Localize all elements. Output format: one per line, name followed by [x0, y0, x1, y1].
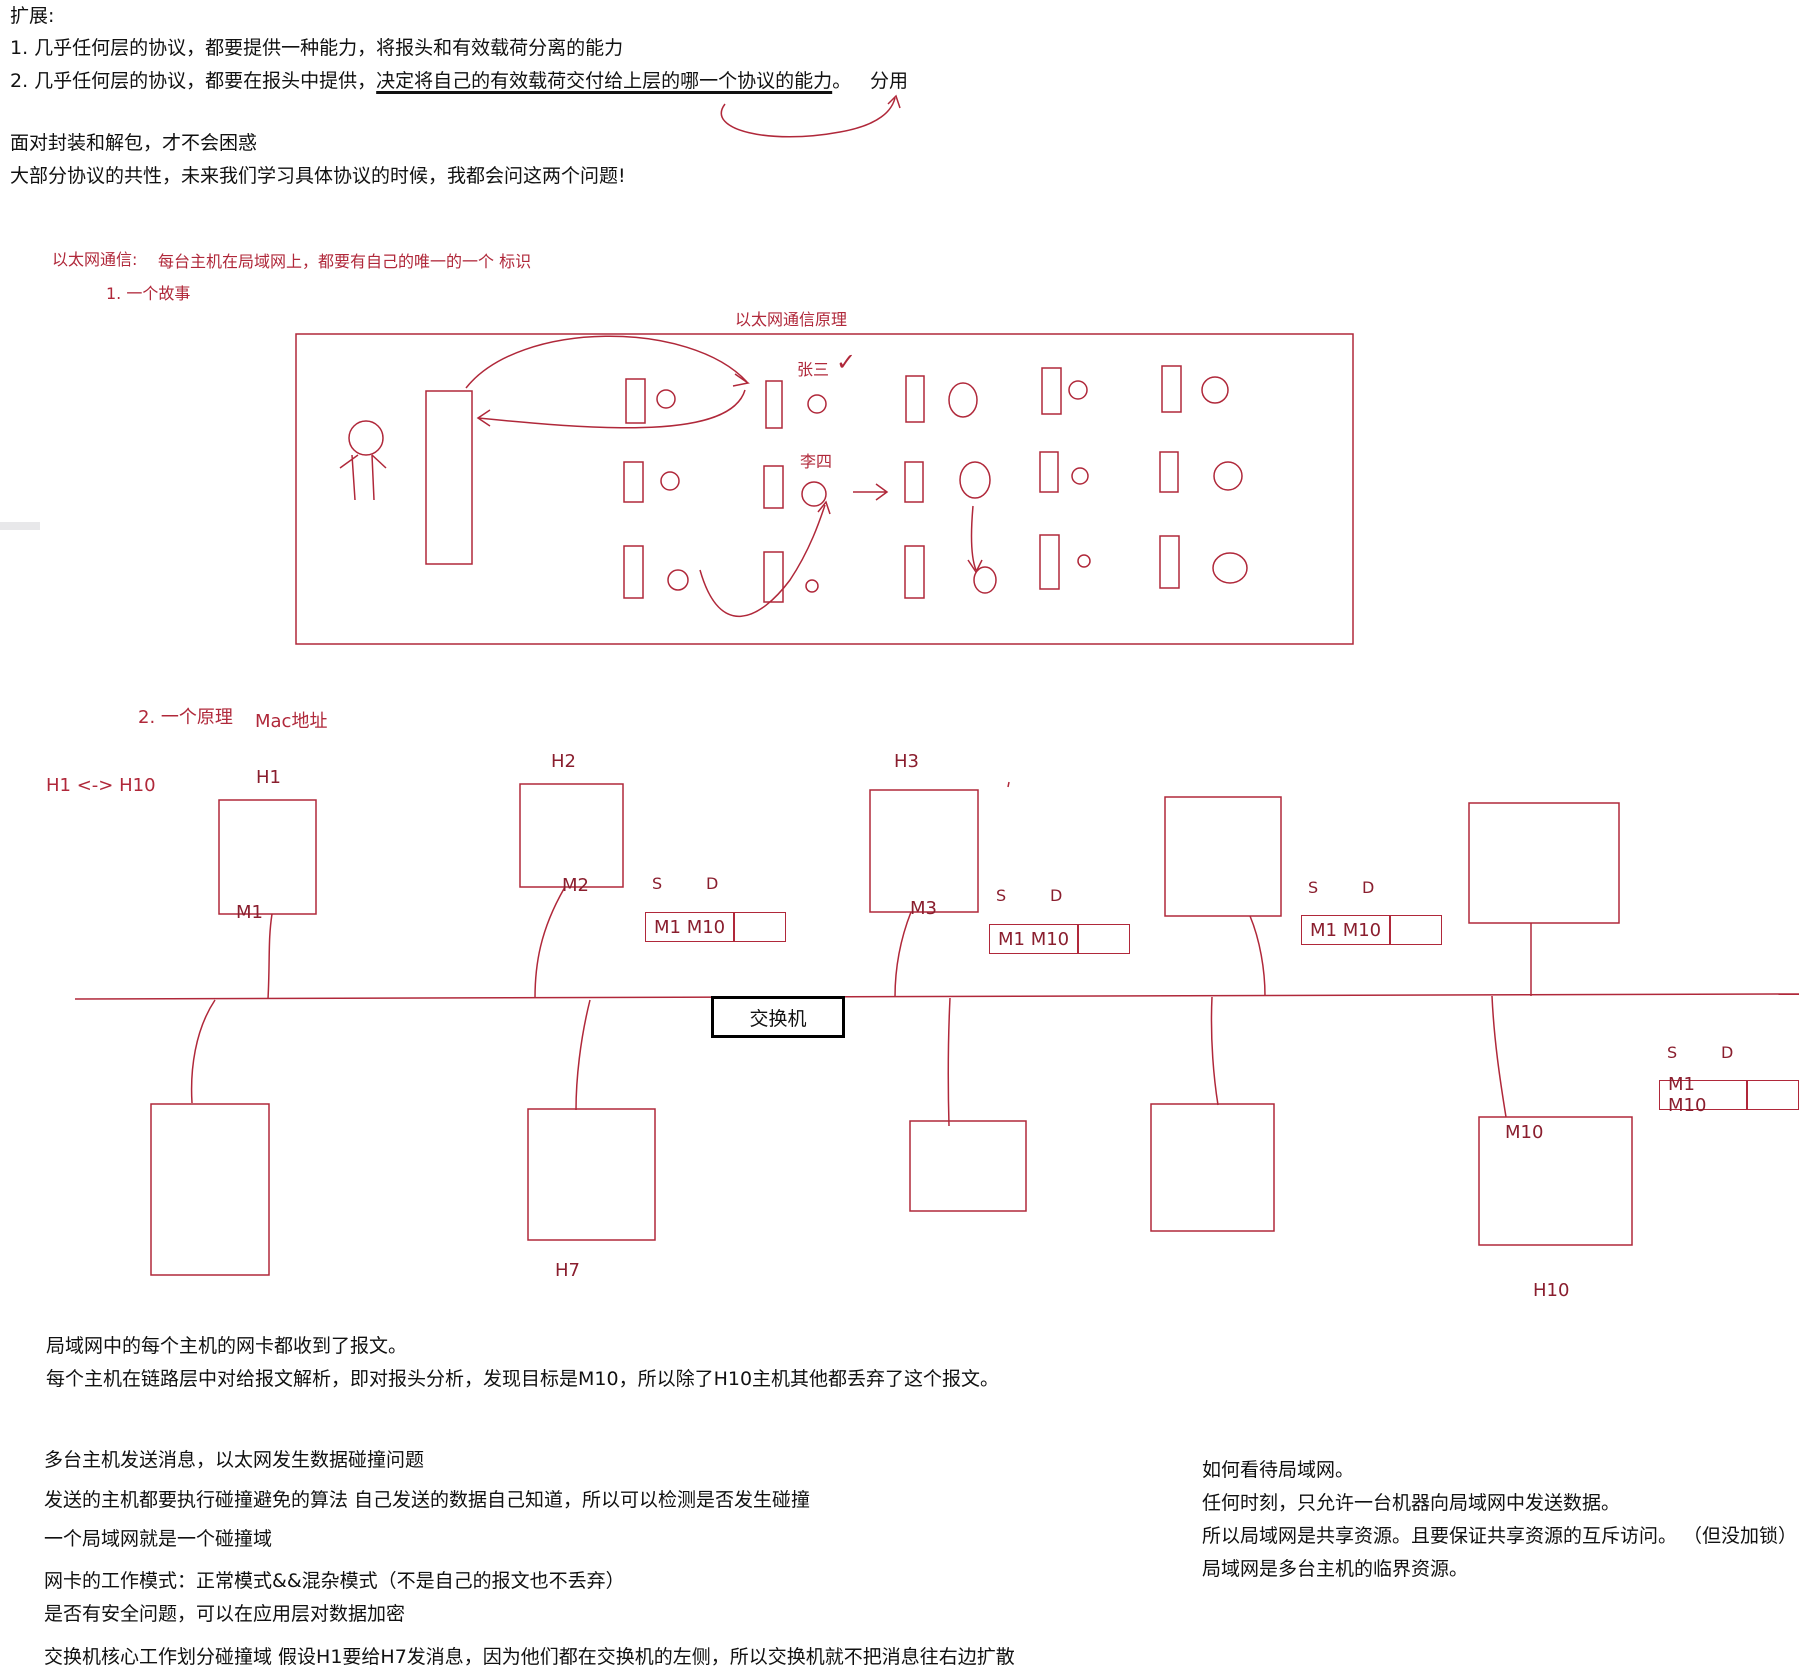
intro-point-2: 2. 几乎任何层的协议，都要在报头中提供，决定将自己的有效载荷交付给上层的哪一个… [10, 69, 851, 93]
host-h2 [519, 783, 624, 888]
podium [425, 390, 473, 565]
note-line-2: 每个主机在链路层中对给报文解析，即对报头分析，发现目标是M10，所以除了H10主… [46, 1368, 1000, 1390]
lisi-arc [699, 504, 826, 618]
host-h9 [1150, 1103, 1275, 1232]
dst-mark: D [706, 874, 719, 893]
diagram-title: 以太网通信原理 [735, 310, 848, 329]
host-h3 [869, 789, 979, 913]
frame-header-4: M1 M10 [1659, 1074, 1799, 1116]
mac-label-m2: M2 [562, 875, 589, 896]
demux-annotation: 分用 [870, 70, 909, 92]
src-mark: S [996, 886, 1007, 905]
frame-payload [1747, 1080, 1799, 1110]
story-frame [295, 333, 1354, 645]
src-mark: S [1667, 1043, 1678, 1062]
person-zhangsan: 张三 [797, 360, 830, 379]
lan-note-3: 所以局域网是共享资源。且要保证共享资源的互斥访问。 （但没加锁） [1202, 1525, 1798, 1547]
host-h6 [150, 1103, 270, 1276]
src-mark: S [1308, 878, 1319, 897]
lan-note-4: 局域网是多台主机的临界资源。 [1202, 1558, 1469, 1580]
note-line-4: 发送的主机都要执行碰撞避免的算法 自己发送的数据自己知道，所以可以检测是否发生碰… [44, 1489, 811, 1511]
host-label-h2: H2 [551, 751, 576, 772]
frame-header-2: M1 M10 [989, 924, 1131, 954]
intro-point-2-suffix: 。 [832, 70, 852, 92]
host-h7 [527, 1108, 656, 1241]
frame-header-3: M1 M10 [1301, 915, 1443, 945]
frame-payload [1390, 915, 1443, 945]
note-line-8: 交换机核心工作划分碰撞域 假设H1要给H7发消息，因为他们都在交换机的左侧，所以… [44, 1646, 1015, 1668]
dst-mark: D [1721, 1043, 1734, 1062]
principle-label: 2. 一个原理 [138, 707, 233, 728]
ethernet-note: 每台主机在局域网上，都要有自己的唯一的一个 标识 [158, 252, 532, 271]
person-lisi: 李四 [800, 452, 833, 471]
call-arc-back [477, 389, 746, 429]
intro-line-4: 大部分协议的共性，未来我们学习具体协议的时候，我都会问这两个问题! [10, 165, 626, 187]
src-mark: S [652, 874, 663, 893]
host-h4 [1164, 796, 1282, 917]
host-h5 [1468, 802, 1620, 924]
switch-box: 交换机 [711, 996, 845, 1038]
intro-point-1: 1. 几乎任何层的协议，都要提供一种能力，将报头和有效载荷分离的能力 [10, 37, 624, 59]
mac-label-m1: M1 [236, 902, 263, 923]
ethernet-label: 以太网通信: [52, 250, 138, 269]
frame-payload [1078, 924, 1131, 954]
intro-point-2-underlined: 决定将自己的有效载荷交付给上层的哪一个协议的能力 [376, 70, 833, 92]
lan-note-2: 任何时刻，只允许一台机器向局域网中发送数据。 [1202, 1492, 1621, 1514]
demux-arrow [720, 97, 896, 138]
mac-label-m10: M10 [1505, 1122, 1544, 1143]
dst-mark: D [1362, 878, 1375, 897]
host-h1 [218, 799, 317, 915]
intro-heading: 扩展: [10, 5, 55, 27]
host-h10 [1478, 1116, 1633, 1246]
check-mark-icon: ✓ [836, 348, 857, 376]
frame-header-text: M1 M10 [1659, 1074, 1748, 1116]
frame-header-text: M1 M10 [989, 924, 1079, 954]
note-line-3: 多台主机发送消息，以太网发生数据碰撞问题 [44, 1449, 425, 1471]
host-h8 [909, 1120, 1027, 1212]
mac-label-m3: M3 [910, 898, 937, 919]
frame-header-text: M1 M10 [645, 912, 735, 942]
frame-header-1: M1 M10 [645, 912, 787, 942]
note-line-5: 一个局域网就是一个碰撞域 [44, 1528, 273, 1550]
down-arrow [970, 505, 977, 571]
intro-line-3: 面对封装和解包，才不会困惑 [10, 132, 258, 154]
note-line-6: 网卡的工作模式：正常模式&&混杂模式（不是自己的报文也不丢弃） [44, 1570, 625, 1592]
mac-label: Mac地址 [255, 711, 328, 732]
story-label: 1. 一个故事 [106, 284, 191, 303]
lan-bus [74, 993, 1799, 1000]
note-line-7: 是否有安全问题，可以在应用层对数据加密 [44, 1603, 406, 1625]
frame-header-text: M1 M10 [1301, 915, 1391, 945]
edge-marker [0, 522, 40, 530]
speaker-head [348, 420, 384, 456]
frame-payload [734, 912, 787, 942]
dst-mark: D [1050, 886, 1063, 905]
host-label-h3: H3 [894, 751, 919, 772]
call-arc-out [465, 335, 748, 389]
host-label-h1: H1 [256, 767, 281, 788]
lan-note-1: 如何看待局域网。 [1202, 1459, 1355, 1481]
host-label-h7: H7 [555, 1260, 580, 1281]
switch-label: 交换机 [749, 1007, 807, 1030]
host-label-h10: H10 [1533, 1280, 1570, 1301]
note-line-1: 局域网中的每个主机的网卡都收到了报文。 [46, 1335, 408, 1357]
intro-point-2-prefix: 2. 几乎任何层的协议，都要在报头中提供， [10, 70, 377, 92]
route-label: H1 <-> H10 [46, 775, 156, 796]
lisi-arrow [853, 483, 889, 501]
